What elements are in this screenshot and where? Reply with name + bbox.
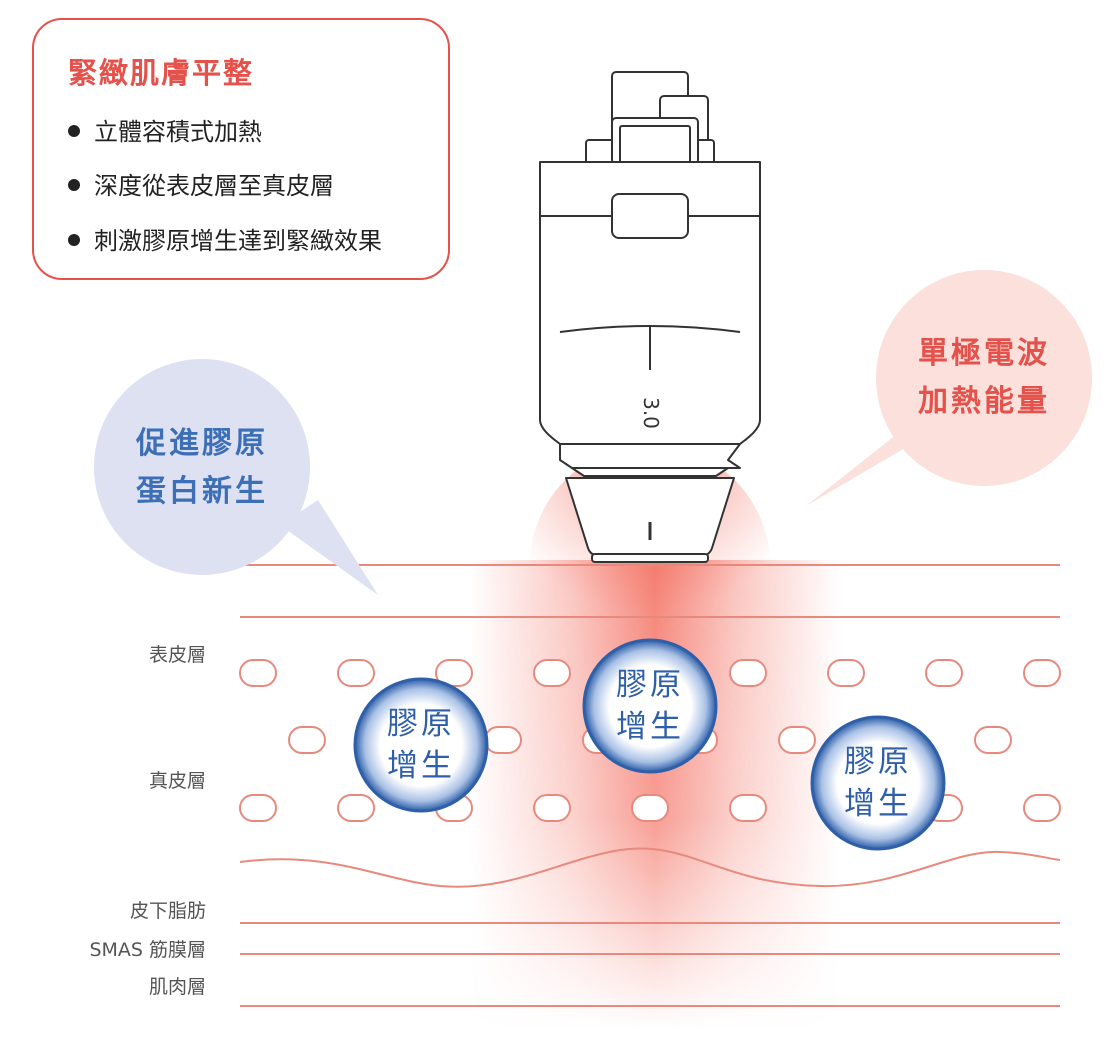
collagen-bubble-line1: 促進膠原: [136, 426, 268, 461]
skin-cell: [239, 659, 277, 687]
collagen-label-line2: 增生: [616, 709, 684, 745]
collagen-label-line1: 膠原: [844, 744, 912, 780]
skin-cell: [337, 794, 375, 822]
collagen-circle: [810, 715, 946, 851]
collagen-bubble-line2: 蛋白新生: [136, 474, 268, 509]
handpiece-tip: [565, 477, 735, 557]
handpiece-button: [611, 193, 689, 239]
skin-cell: [631, 794, 669, 822]
collagen-circle: [582, 638, 718, 774]
rf-handpiece: [539, 71, 761, 563]
skin-cell: [729, 659, 767, 687]
collagen-circles: [353, 638, 946, 851]
info-item: 刺激膠原增生達到緊緻效果: [68, 221, 382, 256]
info-item: 立體容積式加熱: [68, 112, 262, 147]
depth-marking: 3.0: [639, 397, 663, 429]
layer-label-muscle: 肌肉層: [148, 976, 206, 998]
collagen-label-line2: 增生: [387, 748, 455, 784]
layer-label-smas: SMAS 筋膜層: [89, 939, 206, 961]
skin-cell: [337, 659, 375, 687]
skin-cell: [1023, 659, 1061, 687]
skin-cell: [533, 794, 571, 822]
energy-bubble-line1: 單極電波: [918, 336, 1050, 371]
energy-bubble-text: 單極電波 加熱能量: [904, 330, 1064, 426]
collagen-circle: [353, 677, 489, 813]
collagen-label: 膠原 增生: [590, 664, 710, 748]
bullet-icon: [68, 234, 80, 246]
layer-label-dermis: 真皮層: [148, 770, 206, 792]
skin-cell: [827, 659, 865, 687]
energy-bubble-line2: 加熱能量: [918, 384, 1050, 419]
skin-cell: [435, 659, 473, 687]
skin-cell: [484, 726, 522, 754]
collagen-label-line2: 增生: [844, 786, 912, 822]
skin-cell: [288, 726, 326, 754]
layer-label-epidermis: 表皮層: [148, 644, 206, 666]
collagen-label-line1: 膠原: [387, 706, 455, 742]
info-item-text: 深度從表皮層至真皮層: [94, 172, 334, 200]
skin-cell: [533, 659, 571, 687]
info-box-title: 緊緻肌膚平整: [68, 56, 255, 90]
collagen-label: 膠原 增生: [818, 741, 938, 825]
skin-cell: [974, 726, 1012, 754]
layer-label-subcutaneous: 皮下脂肪: [129, 900, 206, 922]
collagen-bubble-text: 促進膠原 蛋白新生: [122, 420, 282, 516]
info-item-text: 立體容積式加熱: [94, 118, 262, 146]
energy-bubble: [806, 270, 1092, 506]
bullet-icon: [68, 179, 80, 191]
collagen-bubble-tail: [280, 500, 378, 595]
skin-layer-lines: [239, 564, 1061, 1007]
bullet-icon: [68, 125, 80, 137]
skin-cell: [729, 794, 767, 822]
skin-cell: [1023, 794, 1061, 822]
skin-cell: [925, 659, 963, 687]
skin-cell: [778, 726, 816, 754]
collagen-label-line1: 膠原: [616, 667, 684, 703]
info-box: 緊緻肌膚平整 立體容積式加熱 深度從表皮層至真皮層 刺激膠原增生達到緊緻效果: [32, 18, 450, 280]
skin-cell: [239, 794, 277, 822]
collagen-bubble: [94, 359, 378, 595]
info-item: 深度從表皮層至真皮層: [68, 166, 334, 201]
skin-cells: [239, 659, 1061, 822]
subcutaneous-boundary-wave: [239, 847, 1061, 888]
collagen-label: 膠原 增生: [361, 703, 481, 787]
info-item-text: 刺激膠原增生達到緊緻效果: [94, 227, 382, 255]
